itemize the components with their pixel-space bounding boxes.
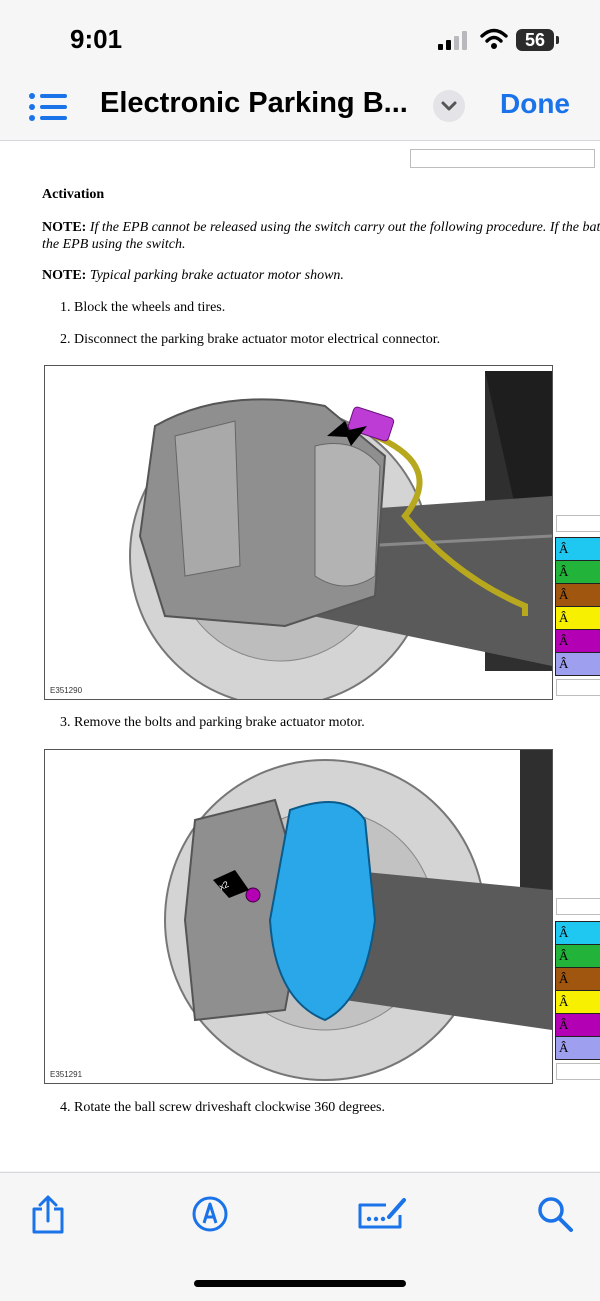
color-swatch: Â: [555, 652, 600, 676]
note-paragraph-1: NOTE: If the EPB cannot be released usin…: [42, 219, 600, 253]
section-heading: Activation: [42, 187, 105, 202]
markup-icon[interactable]: [191, 1195, 229, 1238]
note-text-continued: the EPB using the switch.: [42, 237, 186, 252]
home-indicator[interactable]: [194, 1280, 406, 1287]
cellular-signal-icon: [438, 30, 470, 50]
step-3: 3. Remove the bolts and parking brake ac…: [60, 715, 365, 730]
status-bar: 9:01 56: [0, 0, 600, 80]
note-label: NOTE:: [42, 268, 87, 283]
color-swatch: Â: [555, 583, 600, 607]
color-swatch: Â: [555, 1013, 600, 1037]
form-field-box: [556, 515, 600, 532]
list-menu-icon[interactable]: [28, 92, 68, 127]
color-swatch: Â: [555, 537, 600, 561]
form-field-box: [556, 679, 600, 696]
actuator-motor-illustration: x2: [164, 750, 552, 1081]
note-paragraph-2: NOTE: Typical parking brake actuator mot…: [42, 268, 344, 284]
battery-indicator: 56: [516, 29, 554, 51]
done-button[interactable]: Done: [500, 88, 570, 119]
note-text: Typical parking brake actuator motor sho…: [86, 268, 344, 283]
color-swatch: Â: [555, 606, 600, 630]
color-swatch: Â: [555, 967, 600, 991]
note-label: NOTE:: [42, 220, 87, 235]
document-title: Electronic Parking B...: [100, 87, 408, 119]
step-1: 1. Block the wheels and tires.: [60, 300, 226, 315]
note-text: If the EPB cannot be released using the …: [86, 220, 600, 235]
bottom-toolbar: [0, 1172, 600, 1301]
color-swatch: Â: [555, 944, 600, 968]
search-icon[interactable]: [536, 1195, 574, 1238]
step-4: 4. Rotate the ball screw driveshaft cloc…: [60, 1100, 386, 1115]
document-page: Activation NOTE: If the EPB cannot be re…: [0, 141, 600, 1171]
title-menu-chevron-icon[interactable]: [433, 90, 465, 122]
color-swatch: Â: [555, 560, 600, 584]
share-icon[interactable]: [30, 1195, 66, 1240]
status-time: 9:01: [70, 24, 123, 54]
figure-id-label: E351291: [50, 1070, 83, 1079]
form-field-box: [410, 149, 595, 168]
color-swatch: Â: [555, 629, 600, 653]
signature-icon[interactable]: [356, 1195, 408, 1236]
brake-assembly-illustration: [129, 371, 552, 699]
color-swatch: Â: [555, 1036, 600, 1060]
form-field-box: [556, 898, 600, 915]
navigation-bar: Electronic Parking B... Done: [0, 80, 600, 141]
color-swatch-list-1: Â Â Â Â Â Â: [555, 537, 600, 676]
color-swatch-list-2: Â Â Â Â Â Â: [555, 921, 600, 1060]
figure-connector-disconnect: E351290: [44, 365, 553, 700]
figure-actuator-removal: x2 E351291: [44, 749, 553, 1084]
figure-id-label: E351290: [50, 686, 83, 695]
wifi-icon: [480, 28, 508, 55]
battery-tip: [556, 36, 559, 44]
step-2: 2. Disconnect the parking brake actuator…: [60, 332, 441, 347]
form-field-box: [556, 1063, 600, 1080]
color-swatch: Â: [555, 990, 600, 1014]
color-swatch: Â: [555, 921, 600, 945]
figure-callout: x2: [217, 879, 230, 892]
